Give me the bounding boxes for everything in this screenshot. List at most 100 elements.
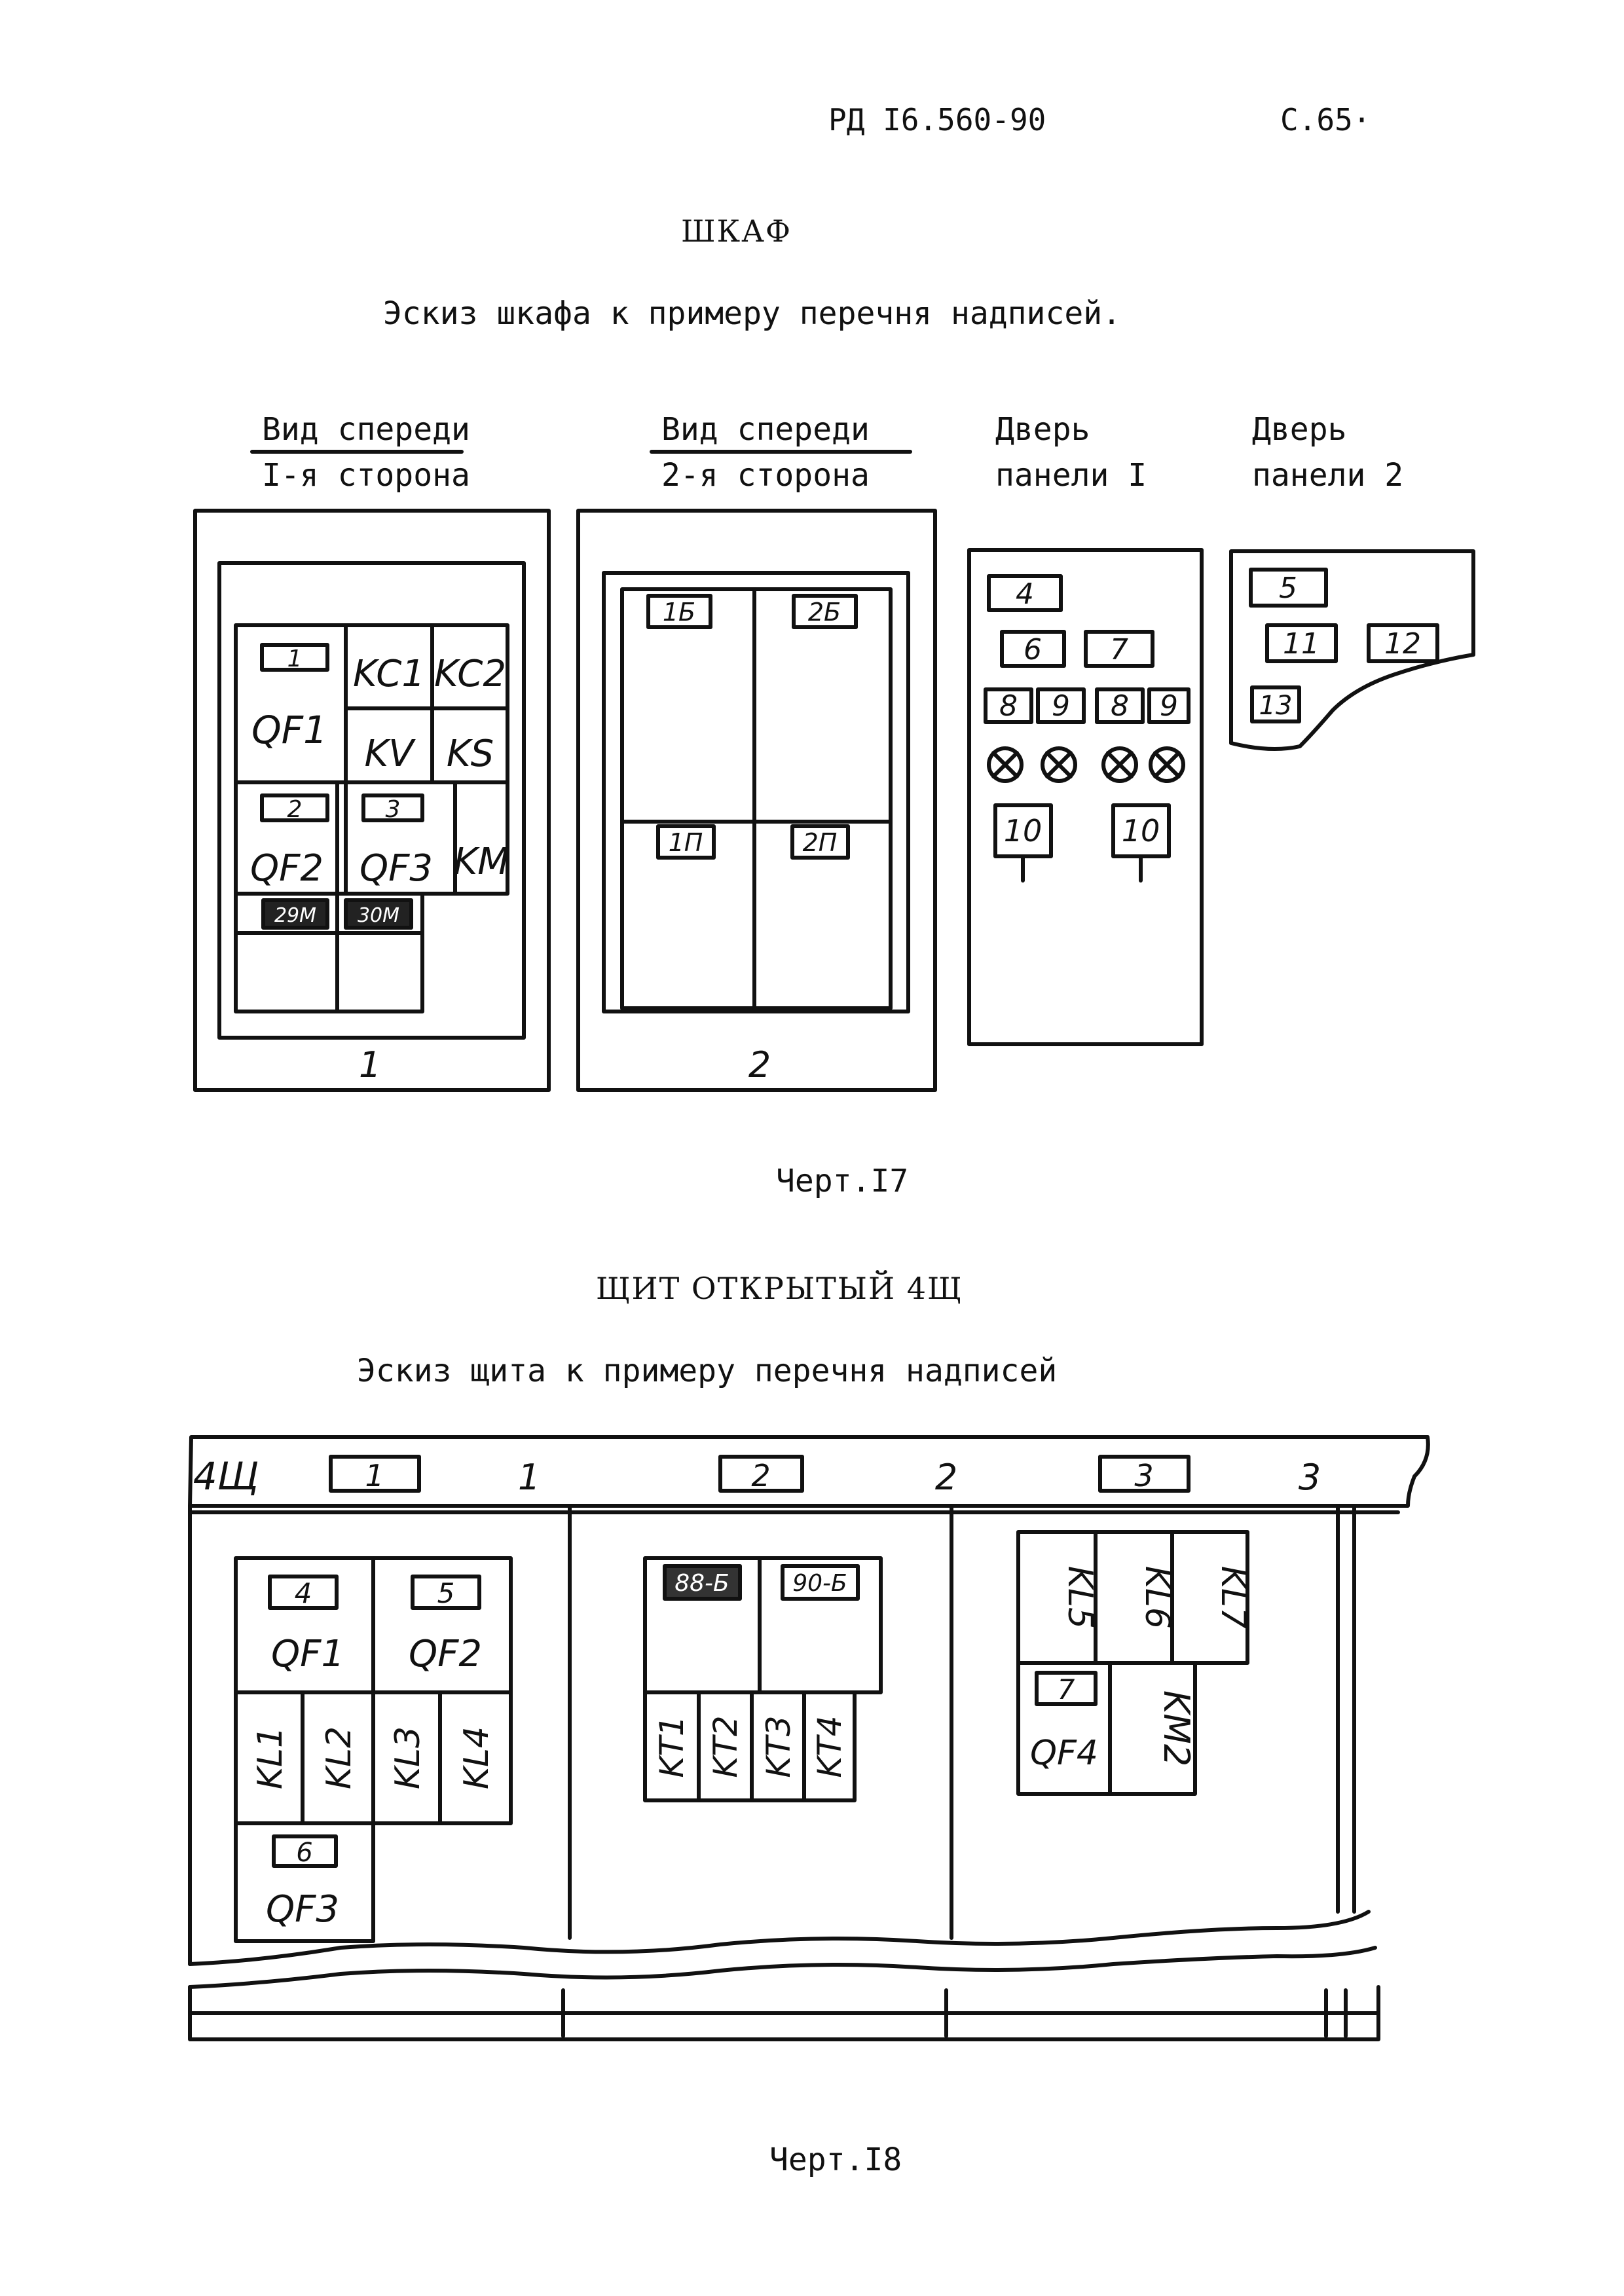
- tag-box: [1265, 623, 1338, 663]
- switch-icon: [993, 803, 1053, 883]
- device-km2: KM2: [1156, 1690, 1197, 1766]
- device-qf4: QF4: [1030, 1734, 1098, 1773]
- tag-box: [329, 1455, 421, 1493]
- tag-12: 12: [1384, 627, 1421, 661]
- device-qf2-board: QF2: [409, 1633, 482, 1675]
- tag-box: [361, 793, 424, 822]
- tag-box: [656, 824, 716, 860]
- board-label: 4Щ: [193, 1454, 259, 1499]
- view-label-side1-line2: I-я сторона: [262, 457, 470, 494]
- tag-box: [1084, 630, 1154, 668]
- device-kt1: KT1: [653, 1715, 691, 1777]
- tag-box: [718, 1455, 804, 1493]
- tag-1b: 1Б: [663, 598, 695, 627]
- tag-88b: 88-Б: [674, 1570, 729, 1597]
- view-label-door2-line2: панели 2: [1252, 457, 1404, 494]
- device-qf1: QF1: [251, 708, 327, 752]
- view-label-door1-line1: Дверь: [995, 411, 1090, 448]
- tag-4: 4: [1016, 577, 1034, 611]
- tag-8b: 8: [1111, 689, 1129, 723]
- fig17-subtitle: Эскиз шкафа к примеру перечня надписей.: [383, 295, 1122, 332]
- signal-lamp-icon: [1041, 746, 1077, 783]
- tag-2: 2: [287, 796, 303, 823]
- device-qf2: QF2: [250, 847, 323, 890]
- device-qf1-board: QF1: [271, 1633, 344, 1675]
- device-kt4: KT4: [811, 1715, 849, 1777]
- tag-box: [260, 643, 329, 672]
- fig18-caption: Черт.I8: [769, 2141, 902, 2178]
- tag-7-board: 7: [1058, 1673, 1075, 1705]
- device-kc1: KC1: [353, 653, 425, 695]
- device-kl5: KL5: [1060, 1566, 1099, 1629]
- tag-box: [646, 594, 712, 629]
- signal-lamp-icon: [1101, 746, 1138, 783]
- tag-29m: 29M: [274, 904, 316, 927]
- tag-box: [1250, 685, 1301, 723]
- view-label-side1-line1: Вид спереди: [262, 411, 470, 448]
- device-kl3: KL3: [388, 1726, 428, 1789]
- tag-9b: 9: [1160, 689, 1178, 723]
- tag-box: [790, 824, 850, 860]
- device-kl2: KL2: [320, 1726, 359, 1789]
- device-kl7: KL7: [1213, 1566, 1253, 1629]
- board-num-1: 1: [518, 1457, 540, 1498]
- tag-box: [1098, 1455, 1190, 1493]
- device-kl4: KL4: [457, 1726, 496, 1789]
- board-tag-2: 2: [751, 1458, 770, 1493]
- tag-3: 3: [386, 796, 401, 823]
- tag-30m: 30M: [358, 904, 399, 927]
- view-label-door1-line2: панели I: [995, 457, 1147, 494]
- board-tag-3: 3: [1134, 1458, 1153, 1493]
- device-kv: KV: [364, 733, 416, 775]
- tag-6-board: 6: [296, 1838, 312, 1868]
- tag-box-30m: [344, 898, 413, 930]
- tag-box: [1147, 687, 1190, 724]
- signal-lamp-icon: [987, 746, 1024, 783]
- tag-box: [272, 1834, 338, 1868]
- board-section2-devices: [643, 1556, 883, 1802]
- tag-box: [1035, 1671, 1098, 1706]
- device-kt3: KT3: [760, 1715, 798, 1777]
- device-qf3-board: QF3: [266, 1888, 339, 1931]
- board-section3-devices: [1016, 1530, 1249, 1796]
- tag-5: 5: [1279, 572, 1297, 605]
- tag-8a: 8: [999, 689, 1018, 723]
- switch-icon: [1111, 803, 1171, 883]
- device-ks: KS: [447, 733, 494, 775]
- tag-box: [984, 687, 1033, 724]
- tag-2p: 2П: [803, 828, 838, 857]
- tag-box: [987, 574, 1063, 612]
- device-kl6: KL6: [1137, 1566, 1177, 1629]
- device-kt2: KT2: [707, 1715, 745, 1777]
- board-num-2: 2: [935, 1457, 957, 1498]
- tag-box: [792, 594, 858, 629]
- fig17-caption: Черт.I7: [776, 1163, 909, 1199]
- view-label-side2-line2: 2-я сторона: [661, 457, 870, 494]
- tag-90b: 90-Б: [792, 1570, 847, 1597]
- tag-box: [260, 793, 329, 822]
- tag-10a: 10: [1004, 813, 1043, 848]
- tag-box: [1036, 687, 1086, 724]
- view-label-side2-line1: Вид спереди: [661, 411, 870, 448]
- signal-lamp-icon: [1149, 746, 1185, 783]
- cabinet-side2: [576, 509, 937, 1092]
- tag-2b: 2Б: [808, 598, 841, 627]
- tag-10b: 10: [1122, 813, 1160, 848]
- tag-box: [1249, 568, 1328, 608]
- tag-box: [1367, 623, 1439, 663]
- fig17-title: ШКАФ: [681, 213, 792, 249]
- tag-box-88b: [663, 1564, 742, 1601]
- tag-box: [781, 1564, 860, 1601]
- board-num-3: 3: [1299, 1457, 1321, 1498]
- tag-11: 11: [1283, 627, 1320, 661]
- board-section1-devices: [234, 1556, 513, 1943]
- cabinet-side2-number: 2: [748, 1044, 771, 1085]
- tag-box-29m: [261, 898, 329, 930]
- tag-7: 7: [1110, 633, 1128, 666]
- device-km: KM: [453, 841, 509, 883]
- open-board: [188, 1435, 1430, 2041]
- tag-13: 13: [1259, 691, 1293, 721]
- tag-6: 6: [1024, 633, 1042, 666]
- view-label-door2-line1: Дверь: [1252, 411, 1347, 448]
